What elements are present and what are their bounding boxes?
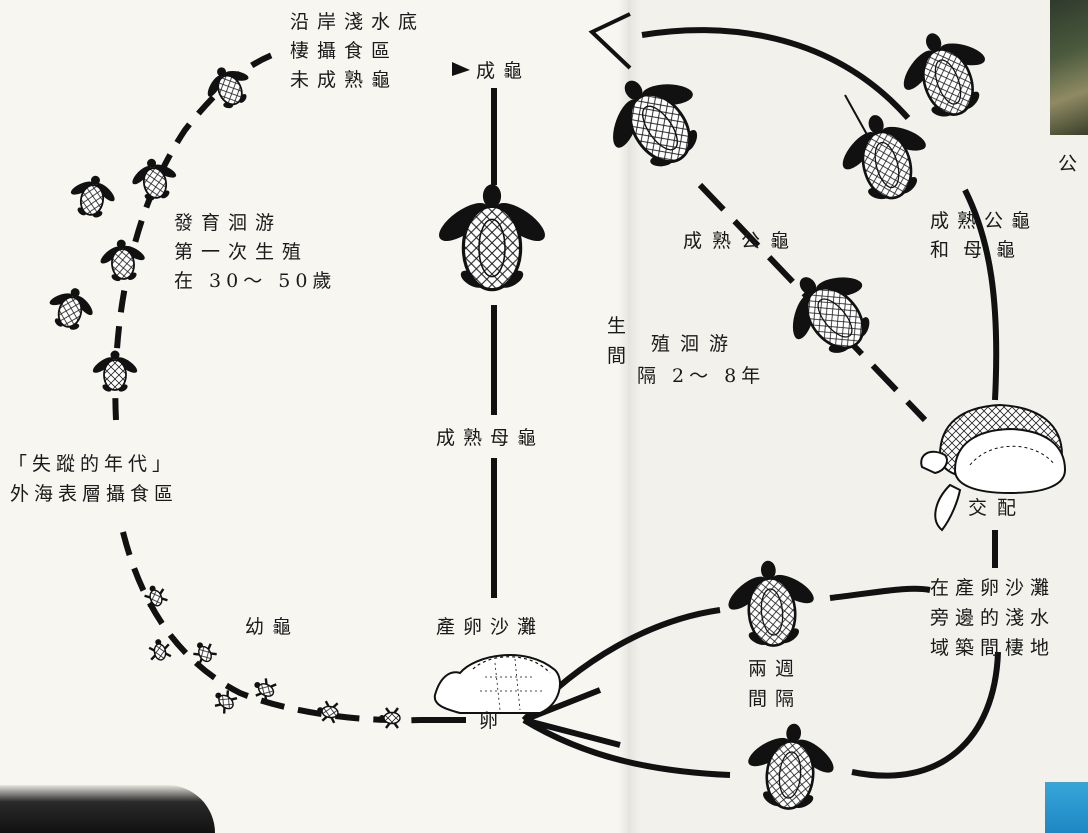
breeding-interval-label-b: 隔 2～ 8年 <box>637 365 766 387</box>
corner-caption-char: 公 <box>1058 153 1078 175</box>
juvenile-path <box>120 531 421 724</box>
male-female-label-line1: 成熟公龜 <box>930 210 1039 232</box>
migration-hook <box>588 12 632 70</box>
sea-turtle-icon <box>63 170 122 223</box>
hatchling-icon <box>140 581 170 611</box>
top-right-photo <box>1050 0 1088 135</box>
sea-turtle-icon <box>764 246 896 377</box>
arrow-to-adult <box>452 62 470 76</box>
nesting-turtle-icon <box>433 654 561 714</box>
page-seam-line <box>844 94 871 141</box>
breeding-migration-label-b: 殖洄游 <box>651 333 739 355</box>
coastal-feeding-label-line2: 棲攝食區 <box>290 40 399 62</box>
egg-split-top <box>522 687 602 723</box>
interval-label: 間隔 <box>748 688 803 710</box>
internesting-label-line1: 在產卵沙灘 <box>930 577 1056 599</box>
book-gutter <box>618 0 640 833</box>
sea-turtle-icon <box>583 50 726 191</box>
first-breeding-label: 第一次生殖 <box>174 241 310 263</box>
nesting-beach-label: 產卵沙灘 <box>436 616 545 638</box>
internesting-loop <box>521 585 1001 779</box>
hatchling-icon <box>146 636 173 663</box>
coastal-feeding-label-line3: 未成熟龜 <box>290 69 399 91</box>
lost-years-label: 「失蹤的年代」 <box>8 453 177 475</box>
mature-female-label: 成熟母龜 <box>436 427 545 449</box>
breeding-interval-label-a: 間 <box>607 345 635 367</box>
mating-label: 交配 <box>968 497 1027 519</box>
sea-turtle-icon <box>89 349 141 394</box>
hatchling-icon <box>377 706 402 730</box>
sea-turtle-icon <box>738 718 844 816</box>
hatchling-icon <box>188 636 219 668</box>
breeding-age-label: 在 30～ 50歲 <box>174 270 337 292</box>
development-path <box>112 49 281 421</box>
breeding-migration-label-a: 生 <box>607 315 635 337</box>
development-migration-label: 發育洄游 <box>174 212 283 234</box>
sea-turtle-icon <box>40 281 101 337</box>
two-weeks-label: 兩週 <box>748 658 803 680</box>
internesting-label-line3: 域築間棲地 <box>930 637 1056 659</box>
sea-turtle-icon <box>125 153 184 206</box>
mature-male-label: 成熟公龜 <box>683 230 800 252</box>
egg-split-bottom <box>523 717 621 748</box>
mating-turtles-icon <box>920 403 1067 532</box>
internesting-label-line2: 旁邊的淺水 <box>930 607 1056 629</box>
male-female-line <box>962 188 1000 401</box>
bottom-left-photo <box>0 785 215 833</box>
juvenile-label: 幼龜 <box>245 616 300 638</box>
sea-turtle-icon <box>826 101 944 213</box>
hatchling-icon <box>314 698 341 725</box>
sea-turtle-icon <box>718 555 824 653</box>
bottom-right-photo <box>1045 782 1088 833</box>
migration-top-arc <box>641 27 911 120</box>
open-ocean-feeding-label: 外海表層攝食區 <box>10 483 179 505</box>
male-female-label-line2: 和母龜 <box>930 239 1030 261</box>
adult-turtle-label: 成龜 <box>476 60 531 82</box>
sea-turtle-icon <box>95 236 150 286</box>
sea-turtle-icon <box>431 182 553 293</box>
coastal-feeding-label-line1: 沿岸淺水底 <box>290 11 426 33</box>
egg-label: 卵 <box>479 710 507 732</box>
